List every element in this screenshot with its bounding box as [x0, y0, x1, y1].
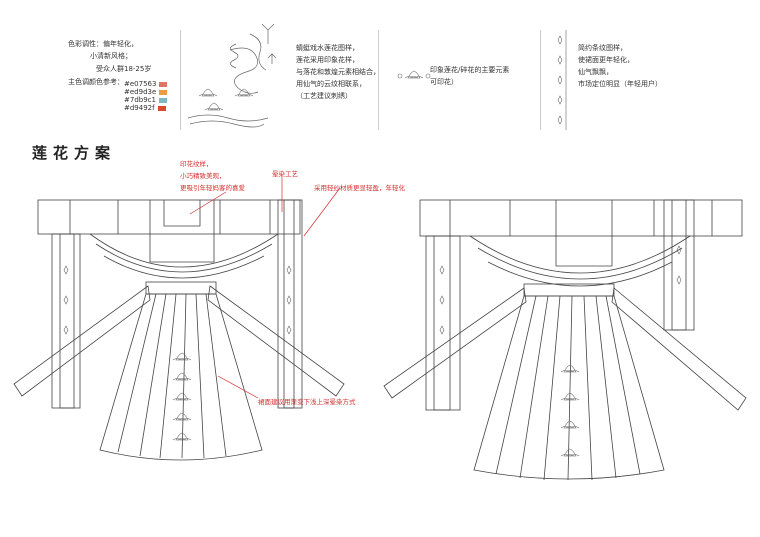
print-annotation: 印花纹样， 小巧精致美观， 更吸引年轻妈客的喜爱: [180, 160, 245, 192]
palette-swatch: [159, 81, 168, 87]
flower-note: 印象莲花/碎花的主要元素 可印花）: [430, 66, 510, 86]
palette-item: #7db9c1: [124, 96, 167, 104]
palette-hex: #d9492f: [124, 104, 155, 112]
palette-swatch: [158, 97, 167, 103]
palette-item: #ed9d3e: [124, 88, 168, 96]
flower-motif: [397, 70, 431, 79]
palette-list: #e07563#ed9d3e#7db9c1#d9492f: [124, 80, 168, 112]
palette-swatch: [157, 105, 166, 111]
lotus-pattern-left: [63, 265, 292, 441]
palette-item: #e07563: [124, 80, 168, 88]
intro-color-tone: 色彩调性：偏年轻化，: [68, 40, 138, 48]
palette-hex: #ed9d3e: [124, 88, 157, 96]
skirt-annotation: 裙面建议用渐变下浅上深晕染方式: [258, 398, 356, 406]
dragonfly-lotus-motif: [187, 23, 277, 128]
garment-right: [383, 199, 747, 481]
intro-audience: 受众人群18-25岁: [96, 65, 152, 73]
divider: [378, 30, 379, 130]
divider: [540, 30, 541, 130]
lotus-note: 蜻蜓戏水莲花图样， 莲花采用印象花样， 与落花和敦煌元素相结合， 用仙气的云纹相…: [296, 44, 380, 100]
section-title: 莲花方案: [32, 144, 117, 162]
fabric-annotation: 采用轻纱材质更显轻盈，年轻化: [314, 184, 405, 192]
stripe-motif: [557, 30, 567, 130]
palette-hex: #e07563: [124, 80, 157, 88]
palette-item: #d9492f: [124, 104, 167, 112]
palette-hex: #7db9c1: [124, 96, 156, 104]
intro-style: 小清新风格；: [90, 52, 132, 60]
stripe-note: 简约条纹图样， 使裙面更年轻化， 仙气飘飘， 市场定位明显（年轻用户）: [578, 44, 662, 88]
craft-annotation: 晕染工艺: [272, 170, 298, 178]
garment-left: [13, 199, 345, 461]
palette-swatch: [159, 89, 168, 95]
annotation-leaders: [189, 176, 341, 399]
palette-label: 主色调颜色参考：: [68, 78, 124, 86]
divider: [180, 30, 181, 130]
